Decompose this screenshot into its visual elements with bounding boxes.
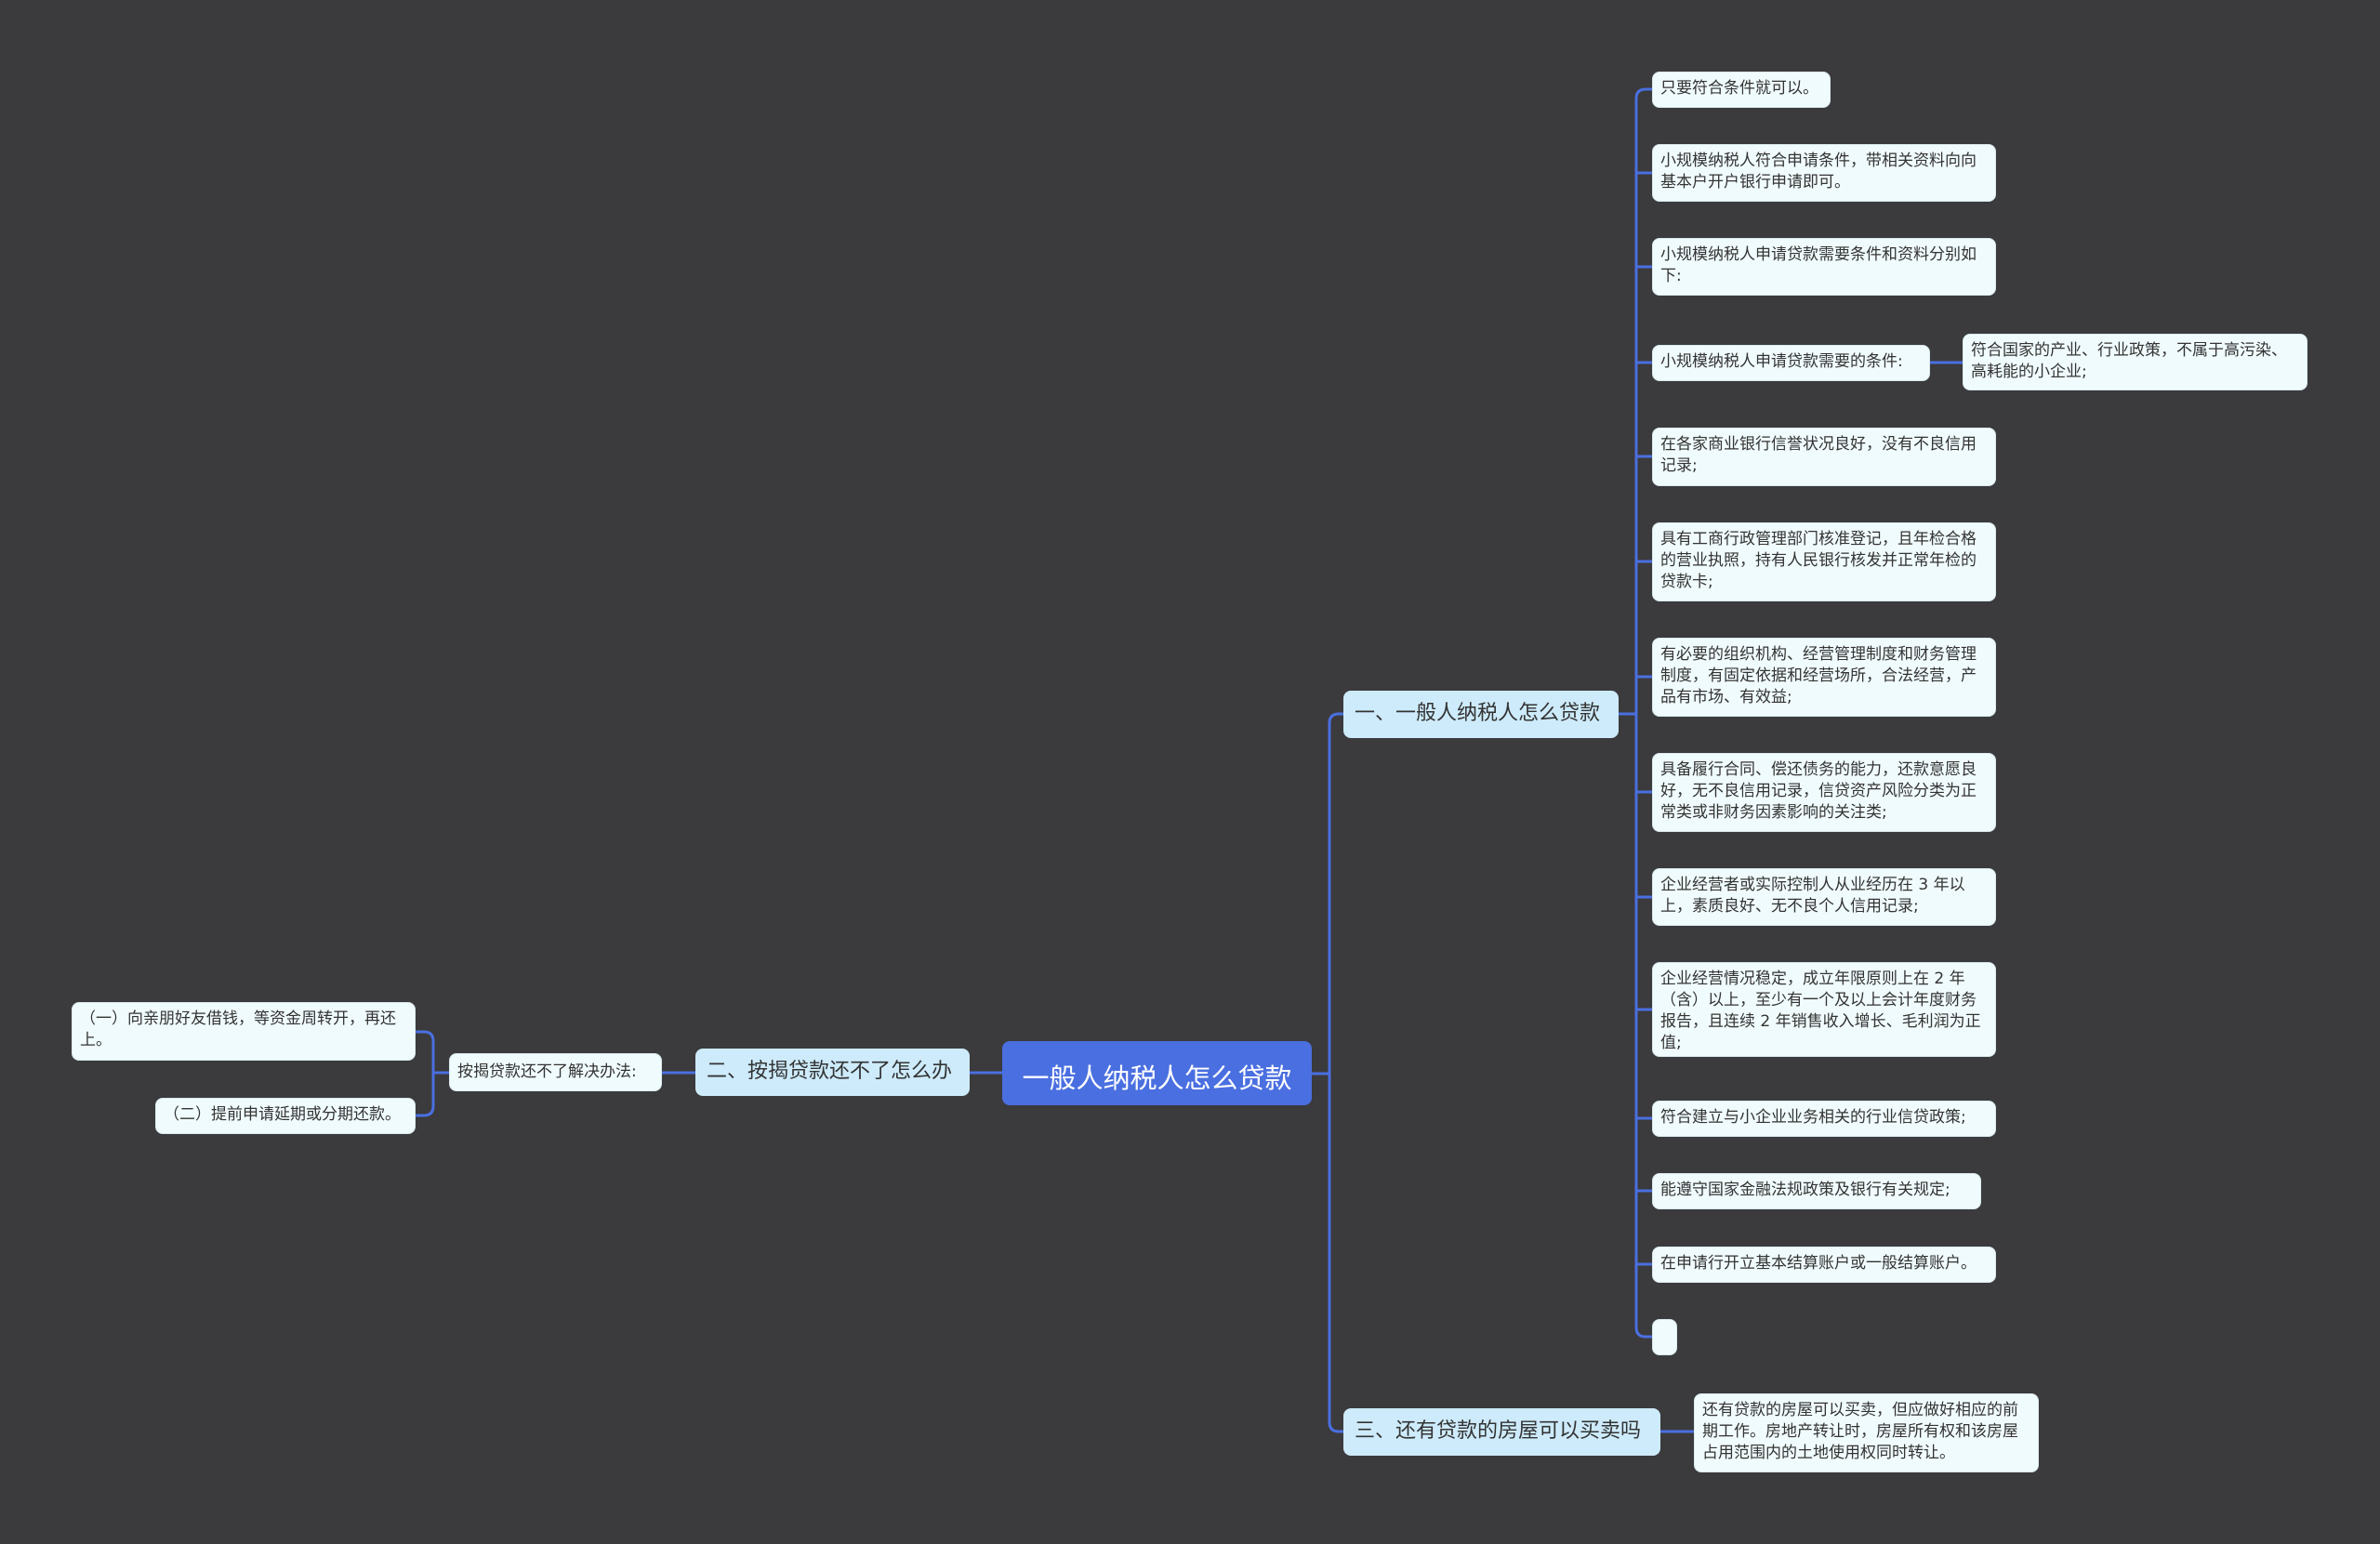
leaf-condition[interactable]: 在各家商业银行信誉状况良好，没有不良信用记录;: [1652, 428, 1996, 486]
leaf-condition[interactable]: 在申请行开立基本结算账户或一般结算账户。: [1652, 1247, 1996, 1283]
leaf-solution[interactable]: （二）提前申请延期或分期还款。: [155, 1098, 416, 1134]
link-root-branch1-3: [1312, 712, 1343, 1433]
link-branch1-spine: [1619, 87, 1652, 1339]
branch-house-with-loan-sale[interactable]: 三、还有贷款的房屋可以买卖吗: [1343, 1408, 1660, 1456]
leaf-house-sale-answer[interactable]: 还有贷款的房屋可以买卖，但应做好相应的前期工作。房地产转让时，房屋所有权和该房屋…: [1694, 1393, 2039, 1472]
branch-mortgage-unpaid[interactable]: 二、按揭贷款还不了怎么办: [695, 1049, 970, 1096]
leaf-condition[interactable]: 具有工商行政管理部门核准登记，且年检合格的营业执照，持有人民银行核发并正常年检的…: [1652, 522, 1996, 601]
leaf-condition[interactable]: 能遵守国家金融法规政策及银行有关规定;: [1652, 1173, 1981, 1209]
link-branch1-leaves: [1636, 171, 1652, 1266]
leaf-solution-heading[interactable]: 按揭贷款还不了解决办法:: [449, 1053, 662, 1091]
leaf-empty[interactable]: [1652, 1319, 1677, 1355]
leaf-condition[interactable]: 企业经营者或实际控制人从业经历在 3 年以上，素质良好、无不良个人信用记录;: [1652, 868, 1996, 926]
leaf-condition[interactable]: 只要符合条件就可以。: [1652, 72, 1831, 108]
leaf-condition[interactable]: 小规模纳税人申请贷款需要条件和资料分别如下:: [1652, 238, 1996, 296]
leaf-condition[interactable]: 符合建立与小企业业务相关的行业信贷政策;: [1652, 1101, 1996, 1137]
leaf-sub-condition[interactable]: 符合国家的产业、行业政策，不属于高污染、高耗能的小企业;: [1963, 334, 2307, 390]
leaf-condition[interactable]: 小规模纳税人申请贷款需要的条件:: [1652, 345, 1930, 381]
branch-general-taxpayer-loan[interactable]: 一、一般人纳税人怎么贷款: [1343, 691, 1619, 738]
leaf-condition[interactable]: 企业经营情况稳定，成立年限原则上在 2 年（含）以上，至少有一个及以上会计年度财…: [1652, 962, 1996, 1057]
link-branch2-leaves: [416, 1030, 449, 1117]
leaf-condition[interactable]: 具备履行合同、偿还债务的能力，还款意愿良好，无不良信用记录，信贷资产风险分类为正…: [1652, 753, 1996, 832]
leaf-condition[interactable]: 小规模纳税人符合申请条件，带相关资料向向基本户开户银行申请即可。: [1652, 144, 1996, 202]
leaf-condition[interactable]: 有必要的组织机构、经营管理制度和财务管理制度，有固定依据和经营场所，合法经营，产…: [1652, 638, 1996, 717]
leaf-solution[interactable]: （一）向亲朋好友借钱，等资金周转开，再还上。: [72, 1002, 416, 1061]
root-topic[interactable]: 一般人纳税人怎么贷款: [1002, 1041, 1312, 1105]
